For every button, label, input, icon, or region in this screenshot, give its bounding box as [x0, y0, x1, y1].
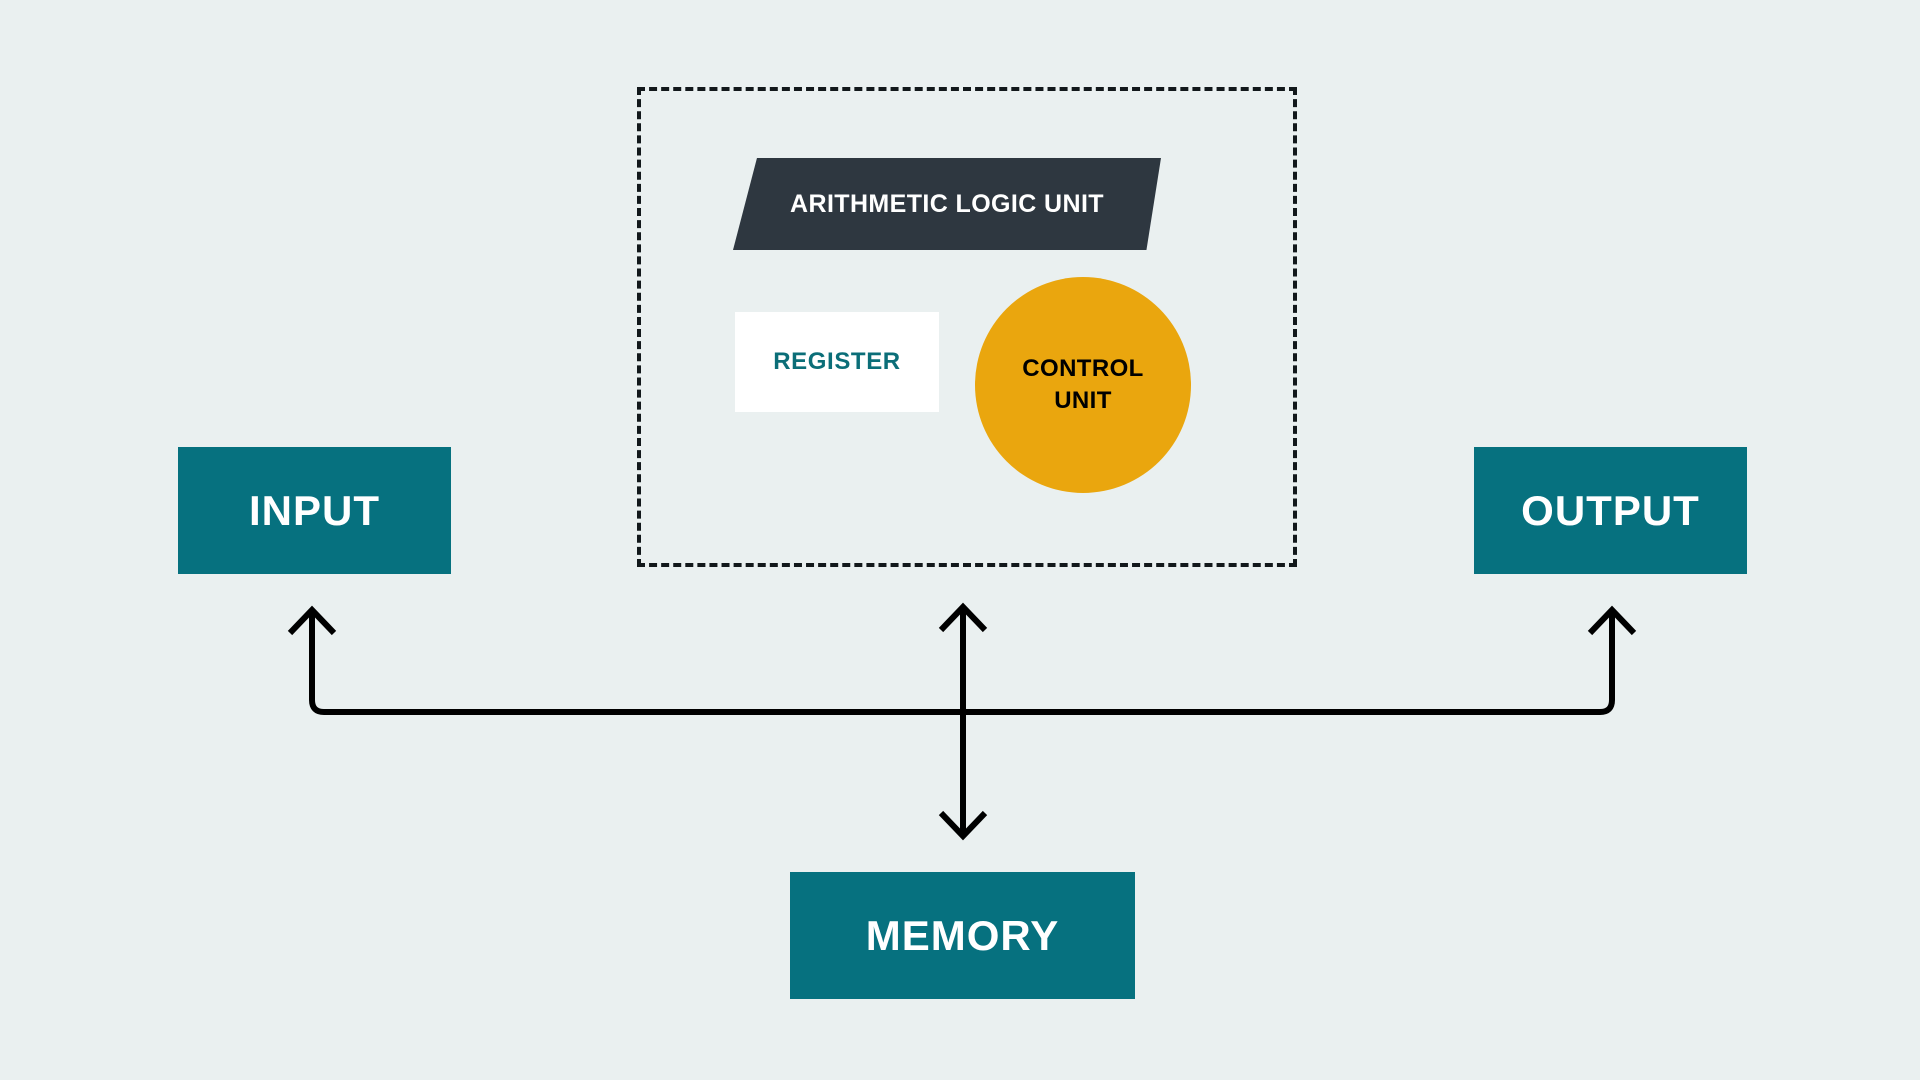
arrowhead-cpu: [938, 602, 988, 633]
arithmetic-logic-unit-block[interactable]: ARITHMETIC LOGIC UNIT: [733, 158, 1161, 250]
input-block[interactable]: INPUT: [178, 447, 451, 574]
arithmetic-logic-unit-label: ARITHMETIC LOGIC UNIT: [790, 189, 1104, 218]
memory-label: MEMORY: [865, 911, 1060, 959]
arrowhead-output: [1587, 605, 1637, 636]
input-label: INPUT: [249, 486, 380, 534]
control-unit-label-line2: UNIT: [1054, 387, 1112, 414]
memory-block[interactable]: MEMORY: [790, 872, 1135, 999]
output-block[interactable]: OUTPUT: [1474, 447, 1747, 574]
output-label: OUTPUT: [1521, 486, 1700, 534]
bus-horizontal-line: [309, 612, 1615, 715]
control-unit-block[interactable]: CONTROL UNIT: [975, 277, 1191, 493]
register-label: REGISTER: [773, 348, 901, 375]
register-block[interactable]: REGISTER: [735, 312, 939, 412]
arrowhead-input: [287, 605, 337, 636]
control-unit-label-line1: CONTROL: [1022, 355, 1144, 383]
cpu-boundary: [637, 87, 1297, 567]
arrowhead-memory: [938, 810, 988, 841]
